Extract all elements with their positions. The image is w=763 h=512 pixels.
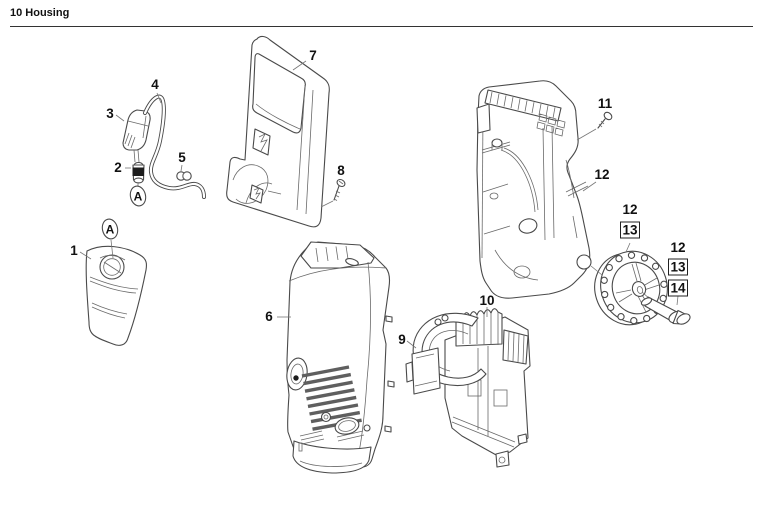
part-label-14-axle-box <box>668 279 688 297</box>
section-title: 10 Housing <box>10 7 70 19</box>
part-label-3: 3 <box>106 106 114 121</box>
part-label-6: 6 <box>265 309 273 324</box>
part-label-13-wheel: 13 <box>622 223 638 238</box>
rear-housing-shell <box>476 80 592 299</box>
part-14-axle-pin <box>640 291 691 325</box>
part-label-10: 10 <box>479 293 494 308</box>
part-7-front-cover <box>226 35 330 228</box>
part-label-12-wheel: 12 <box>622 202 637 217</box>
part-1-cover-panel <box>85 245 148 346</box>
part-label-5: 5 <box>178 150 186 165</box>
part-label-12-axle: 12 <box>670 240 685 255</box>
part-9-hose-guide <box>405 312 487 395</box>
part-4-hose <box>143 94 206 199</box>
part-3-nozzle <box>122 109 151 163</box>
header-divider <box>10 26 753 27</box>
part-label-4: 4 <box>151 77 159 92</box>
part-8-screw <box>333 178 346 201</box>
view-marker-a-hose: A <box>129 182 147 207</box>
part-label-9: 9 <box>398 332 406 347</box>
part-11-screw <box>597 111 613 129</box>
part-label-13-axle: 13 <box>670 260 686 275</box>
part-label-8: 8 <box>337 163 345 178</box>
part-2-coupling <box>132 161 145 184</box>
part-label-14-axle: 14 <box>670 281 686 296</box>
part-label-2: 2 <box>114 160 122 175</box>
part-6-front-housing <box>286 241 395 474</box>
part-labels: 1 2 3 4 5 6 7 8 9 10 11 12 12 13 12 13 1… <box>70 48 688 347</box>
view-marker-a-panel-text: A <box>106 223 115 237</box>
view-marker-a-panel: A <box>101 218 119 259</box>
view-marker-a-hose-text: A <box>134 190 143 204</box>
part-label-11: 11 <box>598 96 613 111</box>
part-10-frame-bracket <box>444 308 531 468</box>
wheel-knobs <box>600 251 668 325</box>
part-label-13-wheel-box <box>620 221 640 239</box>
part-label-13-axle-box <box>668 258 688 276</box>
part-5-o-rings <box>176 171 192 181</box>
leader-lines <box>79 60 679 349</box>
part-label-7: 7 <box>309 48 317 63</box>
part-label-12-housing: 12 <box>594 167 609 182</box>
part-label-1: 1 <box>70 243 78 258</box>
part-13-wheel <box>594 250 668 326</box>
